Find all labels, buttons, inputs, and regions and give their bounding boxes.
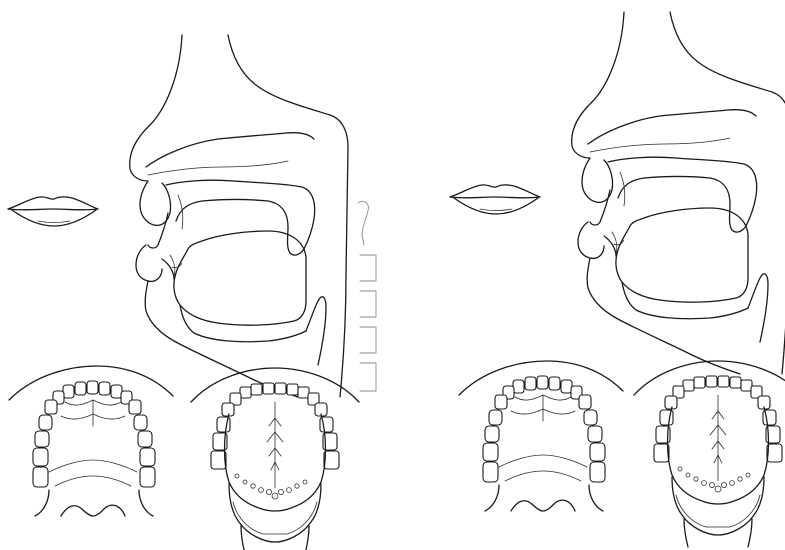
lips-front-view (8, 197, 98, 226)
panel-left (8, 35, 376, 550)
lips-front-view (450, 185, 540, 214)
upper-palate-view (459, 361, 623, 511)
sagittal-section (130, 35, 376, 397)
lower-palate-view (634, 361, 785, 547)
sagittal-section (572, 12, 785, 374)
lower-palate-view (191, 368, 359, 550)
panel-right (450, 12, 785, 547)
upper-palate-view (9, 366, 173, 516)
